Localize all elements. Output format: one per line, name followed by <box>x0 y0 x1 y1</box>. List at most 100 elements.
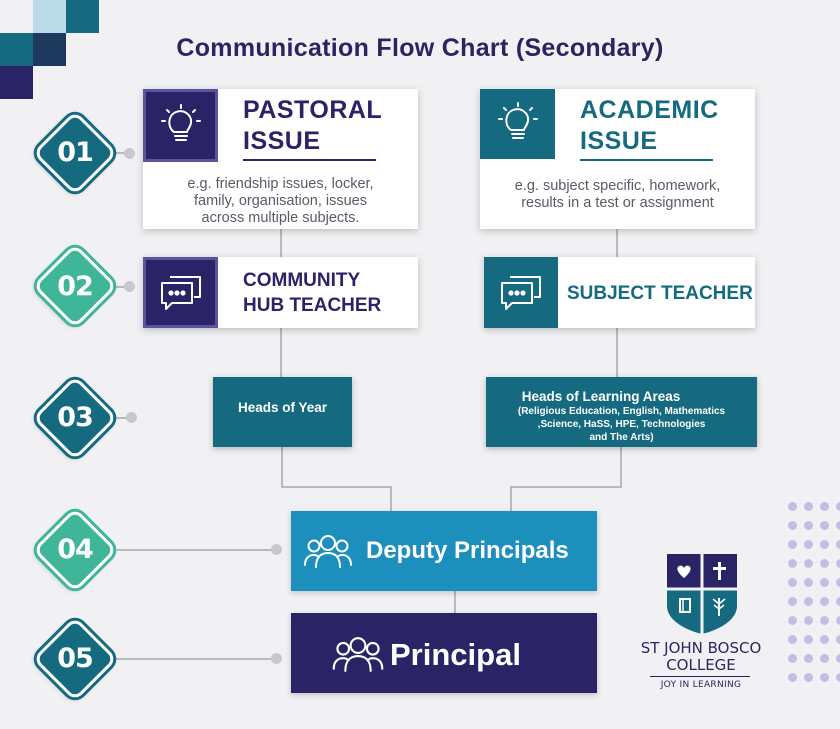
decorative-dot <box>788 654 797 663</box>
community-hub-teacher-card: COMMUNITY HUB TEACHER <box>143 257 418 328</box>
decorative-dot <box>788 502 797 511</box>
chat-bubbles-icon <box>143 257 218 328</box>
decorative-dot <box>820 654 829 663</box>
page-title: Communication Flow Chart (Secondary) <box>176 34 664 62</box>
title-underline <box>243 159 376 161</box>
decorative-dot <box>788 616 797 625</box>
step-number: 02 <box>57 271 94 302</box>
connector-line <box>616 327 618 377</box>
people-group-icon <box>331 635 385 678</box>
decorative-dot <box>836 673 840 682</box>
decorative-dot <box>836 502 840 511</box>
leader-line <box>112 152 128 154</box>
chat-bubbles-icon <box>484 257 558 328</box>
connector-line <box>281 447 283 487</box>
principal-label: Principal <box>390 637 521 672</box>
leader-line <box>112 417 128 419</box>
leader-dot <box>126 412 137 423</box>
description-line: e.g. friendship issues, locker, <box>187 176 374 192</box>
deputy-principals-label: Deputy Principals <box>366 537 569 564</box>
connector-line <box>280 327 282 377</box>
description-line: across multiple subjects. <box>201 210 360 226</box>
decorative-dot <box>836 654 840 663</box>
role-title-line: COMMUNITY <box>243 270 361 291</box>
academic-description: e.g. subject specific, homework, results… <box>480 178 755 212</box>
book-icon <box>679 598 691 613</box>
connector-line <box>510 486 512 511</box>
college-name: ST JOHN BOSCO COLLEGE <box>628 640 774 674</box>
leader-dot <box>124 281 135 292</box>
connector-line <box>454 590 456 613</box>
decorative-dot <box>788 597 797 606</box>
detail-line: (Religious Education, English, Mathemati… <box>517 406 726 417</box>
pastoral-description: e.g. friendship issues, locker, family, … <box>143 176 418 227</box>
cross-icon <box>713 562 726 580</box>
decorative-dot <box>804 559 813 568</box>
role-title-line: HUB TEACHER <box>243 295 382 316</box>
card-title-line: ACADEMIC <box>580 96 719 124</box>
decorative-dot <box>788 559 797 568</box>
corner-square <box>0 66 33 99</box>
heads-of-learning-title: Heads of Learning Areas <box>521 389 681 404</box>
decorative-dot <box>836 635 840 644</box>
decorative-dot <box>820 673 829 682</box>
detail-line: and The Arts) <box>589 432 654 443</box>
connector-line <box>616 228 618 258</box>
decorative-dot <box>804 673 813 682</box>
decorative-dot <box>836 540 840 549</box>
heart-icon <box>677 565 691 578</box>
subject-teacher-title: SUBJECT TEACHER <box>567 283 753 304</box>
heads-of-year-box: Heads of Year <box>213 377 352 447</box>
step-number: 04 <box>57 534 94 565</box>
title-underline <box>580 159 713 161</box>
tree-icon <box>712 598 726 616</box>
corner-square <box>33 33 66 66</box>
leader-dot <box>271 544 282 555</box>
leader-line <box>112 658 278 660</box>
decorative-dot <box>804 502 813 511</box>
decorative-dot <box>820 616 829 625</box>
decorative-dot <box>836 521 840 530</box>
leader-dot <box>124 148 135 159</box>
decorative-dot <box>820 521 829 530</box>
card-title-line: PASTORAL <box>243 96 383 124</box>
leader-line <box>112 286 128 288</box>
detail-line: ,Science, HaSS, HPE, Technologies <box>537 419 706 430</box>
step-number: 01 <box>57 137 94 168</box>
decorative-dot <box>788 578 797 587</box>
college-crest <box>667 554 737 634</box>
lightbulb-icon <box>143 89 218 162</box>
heads-of-year-label: Heads of Year <box>237 400 328 415</box>
corner-square <box>0 33 33 66</box>
heads-of-learning-details: (Religious Education, English, Mathemati… <box>486 405 757 444</box>
decorative-dot <box>836 578 840 587</box>
logo-divider <box>650 676 750 677</box>
college-name-line: ST JOHN BOSCO <box>640 639 762 657</box>
decorative-dot <box>804 654 813 663</box>
decorative-dot <box>788 635 797 644</box>
decorative-dot <box>788 521 797 530</box>
decorative-dot <box>836 616 840 625</box>
decorative-dot <box>820 540 829 549</box>
academic-issue-card: ACADEMIC ISSUE e.g. subject specific, ho… <box>480 89 755 229</box>
connector-line <box>390 486 392 511</box>
decorative-dot <box>820 559 829 568</box>
deputy-principals-box: Deputy Principals <box>291 511 597 591</box>
college-tagline: JOY IN LEARNING <box>660 680 742 690</box>
leader-line <box>112 549 278 551</box>
card-title-line: ISSUE <box>580 127 658 155</box>
decorative-dot <box>836 559 840 568</box>
description-line: e.g. subject specific, homework, <box>514 178 721 194</box>
decorative-dot <box>804 521 813 530</box>
principal-box: Principal <box>291 613 597 693</box>
college-name-line: COLLEGE <box>666 656 736 674</box>
decorative-dot <box>836 597 840 606</box>
decorative-dot <box>820 502 829 511</box>
decorative-dot <box>788 673 797 682</box>
connector-line <box>280 228 282 258</box>
decorative-dot <box>804 597 813 606</box>
description-line: results in a test or assignment <box>521 195 714 211</box>
corner-square <box>66 0 99 33</box>
leader-dot <box>271 653 282 664</box>
connector-line <box>281 486 392 488</box>
